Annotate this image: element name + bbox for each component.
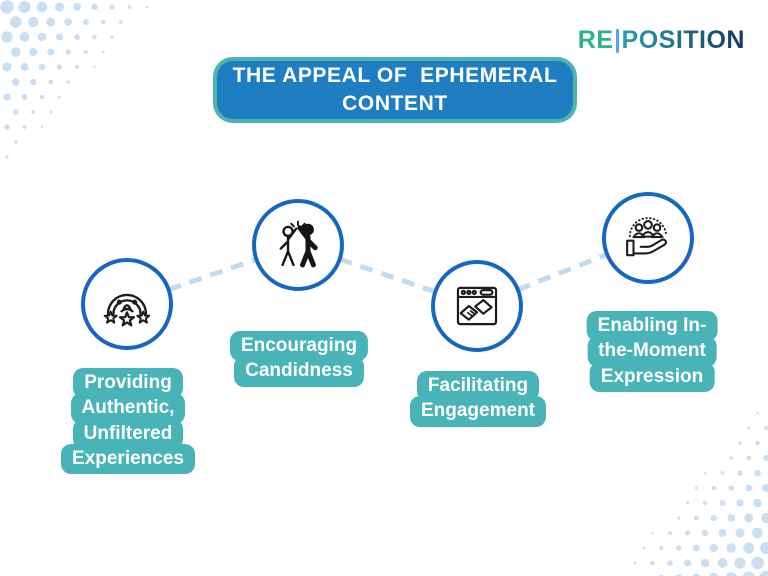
node-authentic-experiences (81, 258, 173, 350)
handshake-browser-icon (456, 286, 498, 326)
label-line: Engagement (409, 396, 547, 427)
logo-prefix: RE (577, 26, 614, 54)
label-line: Candidness (234, 356, 364, 387)
hand-holding-people-icon (626, 217, 668, 257)
label-expression: Enabling In- the-Moment Expression (586, 311, 718, 392)
label-line: the-Moment (587, 336, 717, 367)
label-line: Experiences (61, 443, 195, 475)
label-line: Expression (589, 361, 715, 392)
label-candidness: Encouraging Candidness (229, 331, 369, 387)
label-line: Authentic, (70, 393, 186, 424)
label-line: Facilitating (416, 371, 540, 402)
logo-divider-bar (615, 28, 619, 53)
title-line-2: CONTENT (342, 92, 448, 115)
label-line: Enabling In- (586, 311, 718, 342)
title-banner: THE APPEAL OF EPHEMERAL CONTENT (213, 57, 577, 123)
brand-logo: RE POSITION (578, 26, 745, 55)
node-expression (602, 192, 694, 284)
label-line: Unfiltered (72, 418, 184, 449)
high-five-icon (279, 220, 318, 268)
node-engagement (431, 260, 523, 352)
title-line-1: THE APPEAL OF EPHEMERAL (232, 64, 558, 88)
rainbow-stars-icon (103, 293, 151, 327)
label-line: Encouraging (229, 331, 369, 362)
label-line: Providing (73, 368, 183, 399)
label-authentic-experiences: Providing Authentic, Unfiltered Experien… (61, 368, 195, 475)
label-engagement: Facilitating Engagement (409, 371, 547, 427)
node-candidness (252, 199, 344, 291)
logo-name: POSITION (621, 26, 745, 54)
